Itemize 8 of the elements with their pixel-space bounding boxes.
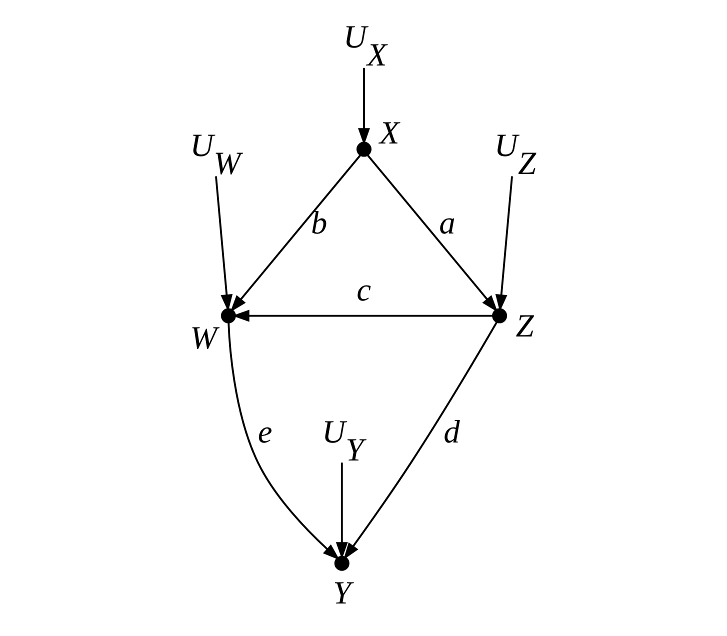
edge-label: e	[257, 414, 272, 451]
node-label: X	[378, 116, 399, 152]
node-label: Z	[515, 308, 534, 345]
edge-label: b	[310, 205, 327, 242]
edge-label: c	[356, 272, 371, 308]
edge-label: a	[438, 205, 455, 242]
edge-label: d	[443, 414, 460, 451]
node-label: W	[190, 320, 217, 356]
